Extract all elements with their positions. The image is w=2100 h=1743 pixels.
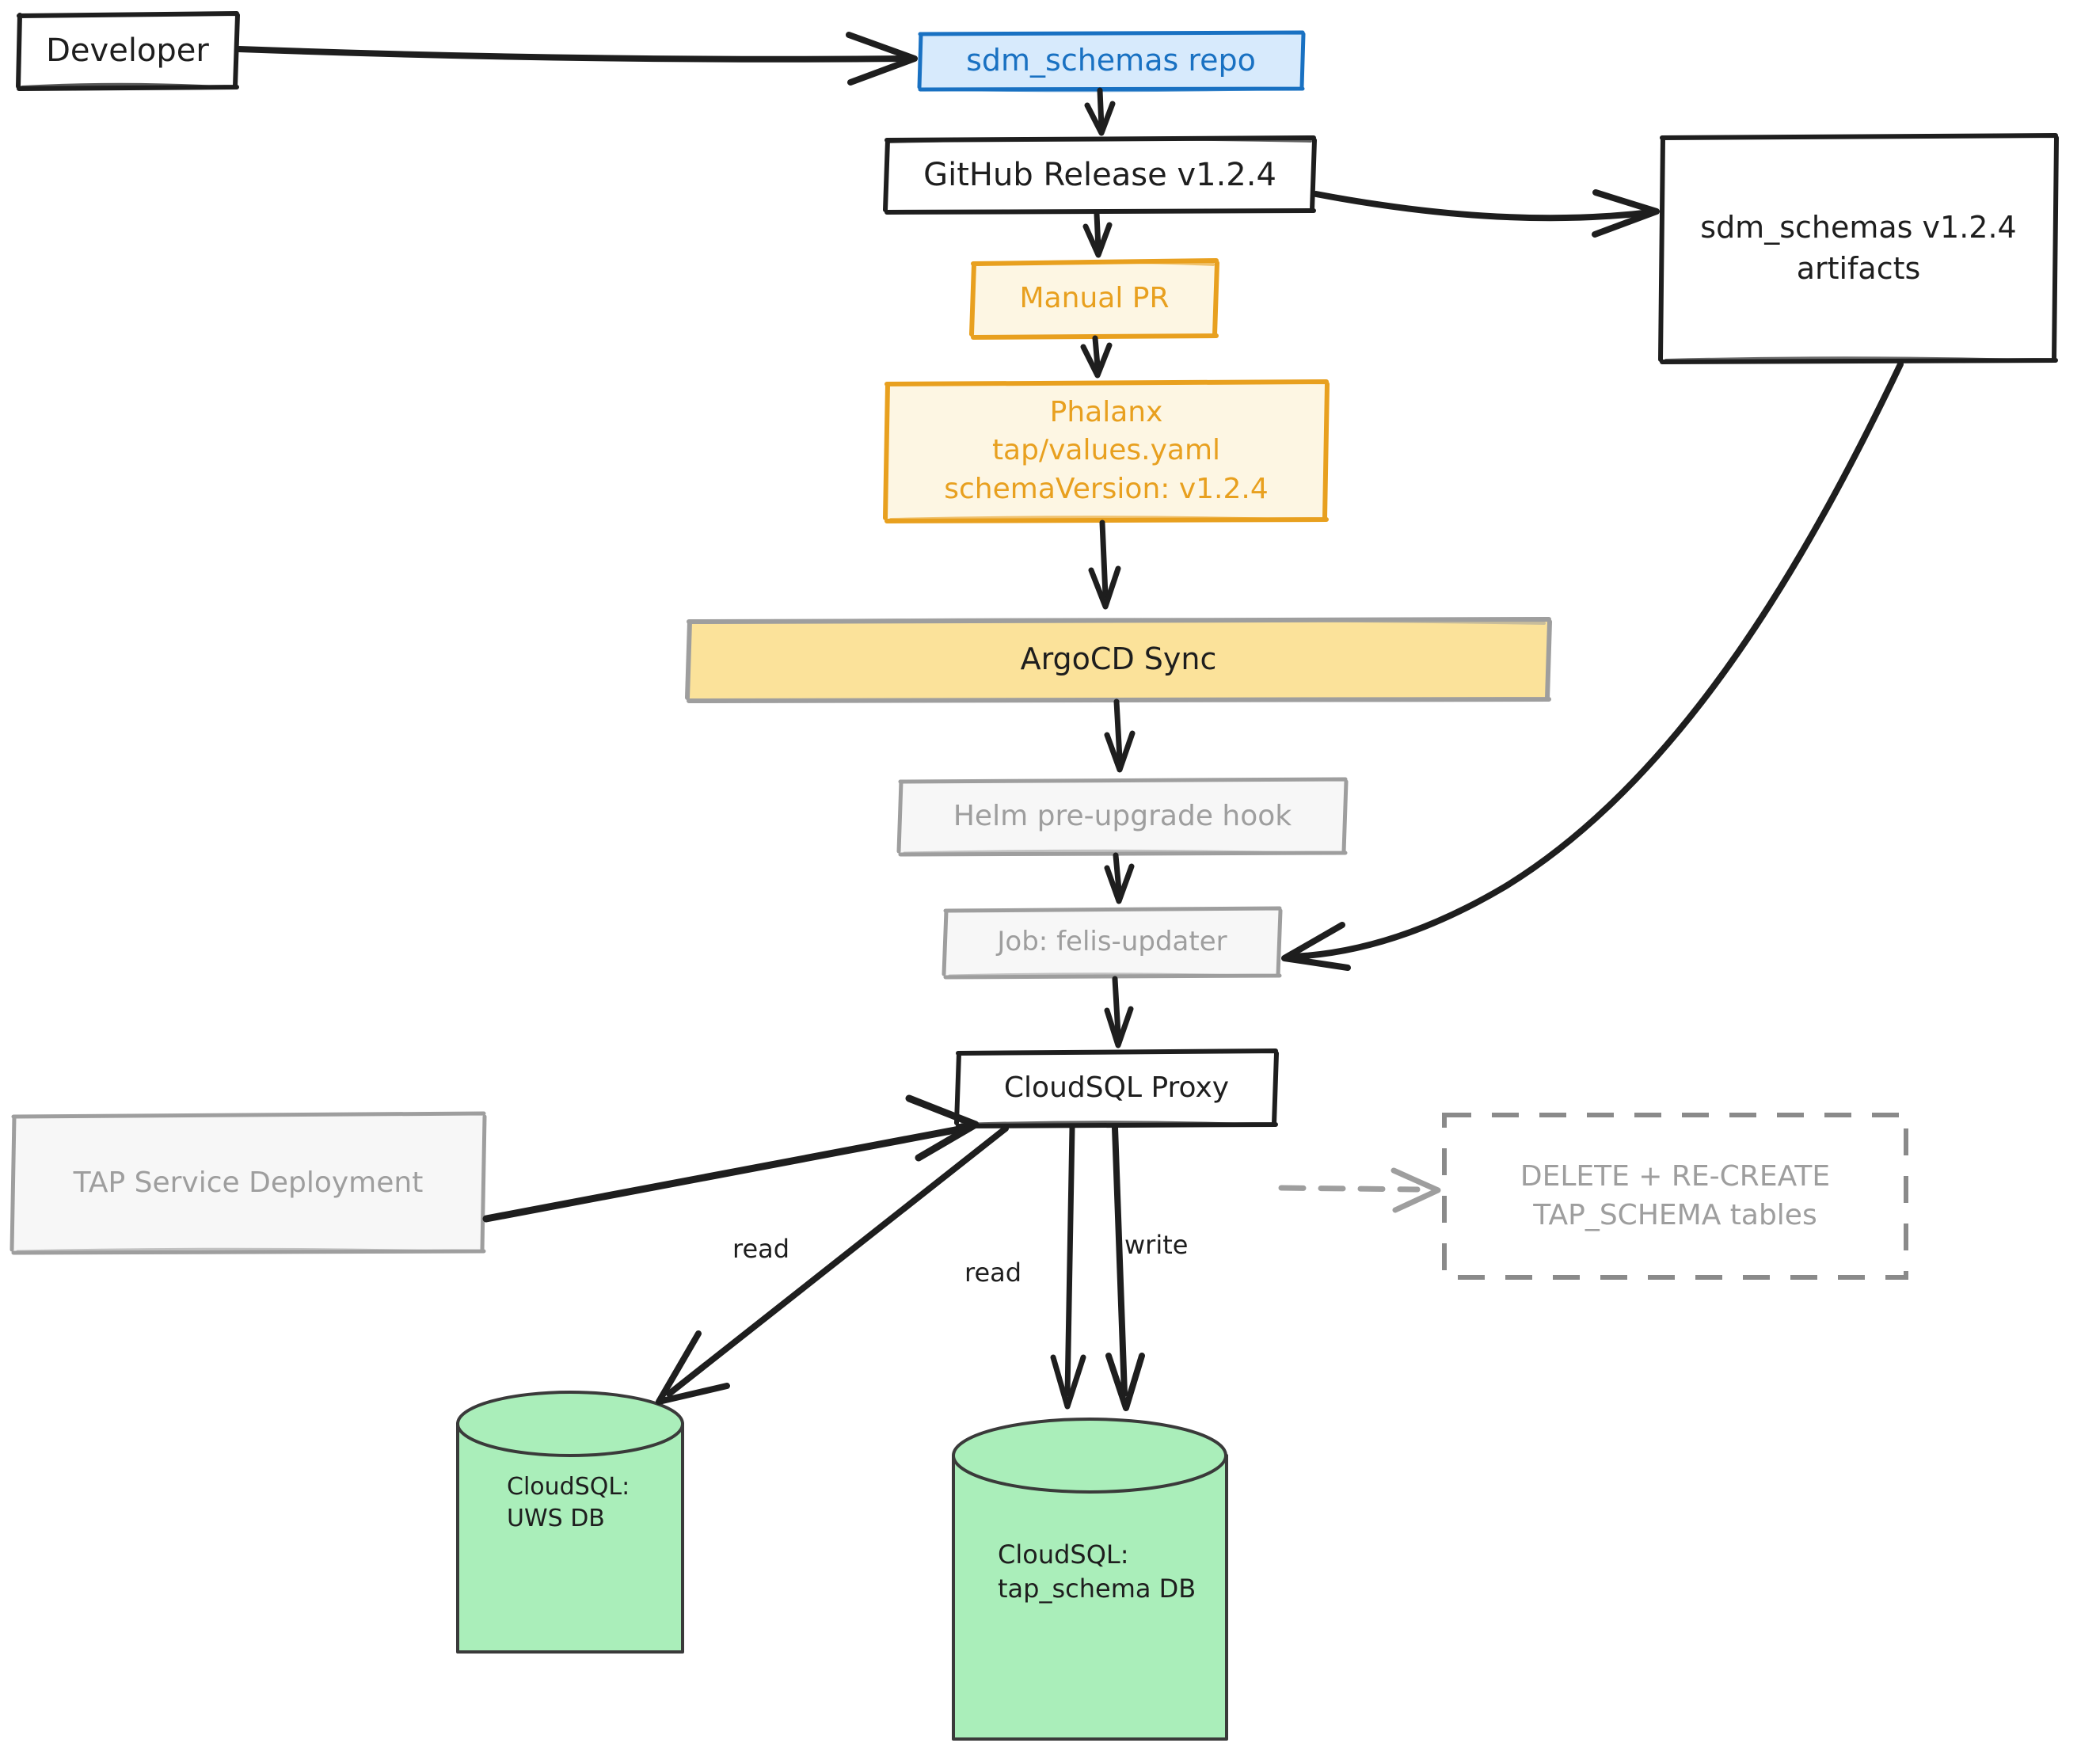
edge-job-to-cloudsql-proxy bbox=[1104, 976, 1134, 1048]
node-tap-service-deployment[interactable] bbox=[10, 1111, 487, 1255]
read-tap-text: read bbox=[964, 1258, 1022, 1288]
edge-cloudsql-proxy-to-delete-recreate bbox=[1278, 1167, 1441, 1213]
edge-cloudsql-proxy-to-uws-db bbox=[656, 1125, 1009, 1405]
node-cloudsql-tap-schema-db[interactable] bbox=[952, 1418, 1228, 1741]
edge-release-to-manual-pr bbox=[1082, 211, 1113, 258]
edge-phalanx-to-argocd bbox=[1088, 519, 1121, 610]
edge-label-write-tap: write bbox=[1124, 1230, 1188, 1260]
edge-manual-pr-to-phalanx bbox=[1080, 335, 1113, 379]
edge-repo-to-release bbox=[1084, 87, 1116, 136]
edge-argocd-to-helm-hook bbox=[1104, 698, 1136, 773]
node-manual-pr[interactable] bbox=[969, 258, 1219, 340]
node-delete-recreate-tap-schema bbox=[1442, 1113, 1908, 1280]
node-developer[interactable] bbox=[16, 11, 240, 91]
write-tap-text: write bbox=[1124, 1230, 1189, 1260]
edge-developer-to-repo bbox=[236, 32, 918, 86]
edge-cloudsql-proxy-to-tap-schema-db-write bbox=[1105, 1125, 1145, 1411]
edge-cloudsql-proxy-to-tap-schema-db-read bbox=[1050, 1125, 1086, 1410]
node-argocd-sync[interactable] bbox=[685, 617, 1552, 703]
edge-tap-service-to-cloudsql-proxy bbox=[482, 1094, 980, 1223]
edge-helm-hook-to-job bbox=[1104, 852, 1135, 904]
node-cloudsql-proxy[interactable] bbox=[954, 1048, 1279, 1128]
node-github-release[interactable] bbox=[883, 135, 1317, 215]
edge-label-read-uws: read bbox=[732, 1234, 789, 1264]
node-sdm-schemas-repo[interactable] bbox=[917, 30, 1306, 93]
node-helm-pre-upgrade-hook[interactable] bbox=[896, 777, 1349, 857]
edge-label-read-tap: read bbox=[964, 1258, 1021, 1288]
read-uws-text: read bbox=[732, 1234, 790, 1264]
node-job-felis-updater[interactable] bbox=[942, 906, 1283, 980]
node-cloudsql-uws-db[interactable] bbox=[456, 1391, 684, 1654]
edge-artifacts-to-job bbox=[1281, 361, 1904, 971]
node-sdm-schemas-artifacts[interactable] bbox=[1658, 133, 2059, 364]
node-phalanx-values[interactable] bbox=[883, 379, 1330, 523]
edge-release-to-artifacts bbox=[1313, 189, 1660, 238]
